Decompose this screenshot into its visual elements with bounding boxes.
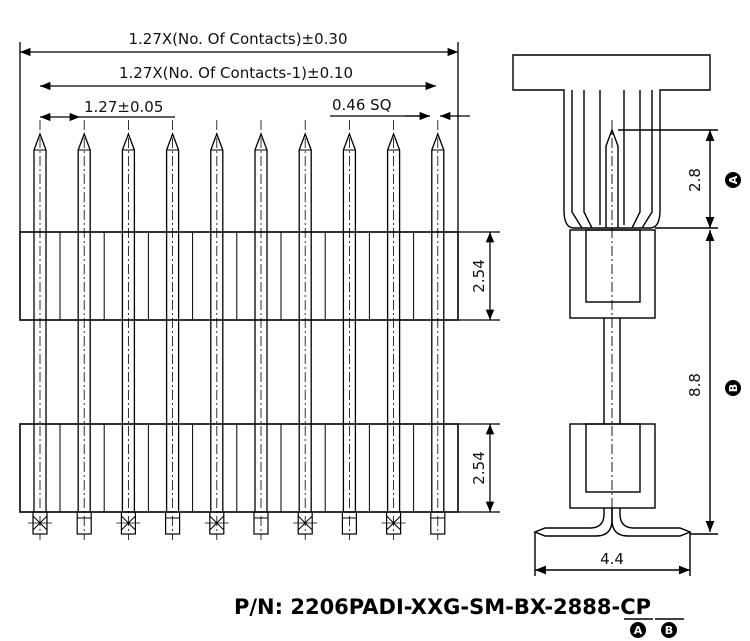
pickup-cap xyxy=(512,54,711,229)
side-lower-insulator xyxy=(569,423,656,509)
pin-foot xyxy=(76,511,92,535)
svg-text:A: A xyxy=(727,175,740,184)
smt-lead-right xyxy=(611,508,692,537)
pin-foot xyxy=(430,511,446,535)
marker-a-pn: A xyxy=(630,622,646,638)
svg-text:A: A xyxy=(634,624,643,637)
svg-text:B: B xyxy=(665,624,673,637)
dim-b-label: 8.8 xyxy=(686,373,704,397)
pin-foot xyxy=(253,511,269,535)
marker-b-pn: B xyxy=(661,622,677,638)
pitch-label: 1.27±0.05 xyxy=(84,98,163,116)
cap-slot-left xyxy=(571,90,583,229)
cap-slot-right-inner xyxy=(631,90,641,229)
foot-width-label: 4.4 xyxy=(600,550,624,568)
side-upper-insulator xyxy=(569,229,656,319)
marker-b-side: B xyxy=(725,380,741,396)
smt-lead-left xyxy=(533,508,613,537)
dim-a-label: 2.8 xyxy=(686,168,704,192)
side-view xyxy=(512,54,718,576)
overall-length-label: 1.27X(No. Of Contacts)±0.30 xyxy=(128,30,347,48)
part-number-code-a: 28 xyxy=(553,595,582,619)
cap-slot-right xyxy=(641,90,653,229)
front-view xyxy=(19,42,500,540)
pin-span-label: 1.27X(No. Of Contacts-1)±0.10 xyxy=(119,64,353,82)
svg-text:B: B xyxy=(727,384,740,392)
upper-insulator xyxy=(19,231,459,321)
lower-height-label: 2.54 xyxy=(470,451,488,484)
upper-height-label: 2.54 xyxy=(470,259,488,292)
pin-foot xyxy=(341,511,357,535)
part-number-suffix: -CP xyxy=(612,595,652,619)
side-upper-insulator-inner xyxy=(585,229,641,303)
pin-square-label: 0.46 SQ xyxy=(332,96,392,114)
part-number: P/N: 2206PADI-XXG-SM-BX-2888-CP xyxy=(234,595,651,619)
part-number-prefix: P/N: 2206PADI-XXG-SM-BX- xyxy=(234,595,553,619)
pin-foot xyxy=(165,511,181,535)
side-lower-insulator-inner xyxy=(585,423,641,493)
cap-slot-left-inner xyxy=(583,90,593,229)
part-number-code-b: 88 xyxy=(582,595,611,619)
pin-array xyxy=(28,120,446,540)
lower-insulator xyxy=(19,423,459,513)
marker-a-side: A xyxy=(725,172,741,188)
